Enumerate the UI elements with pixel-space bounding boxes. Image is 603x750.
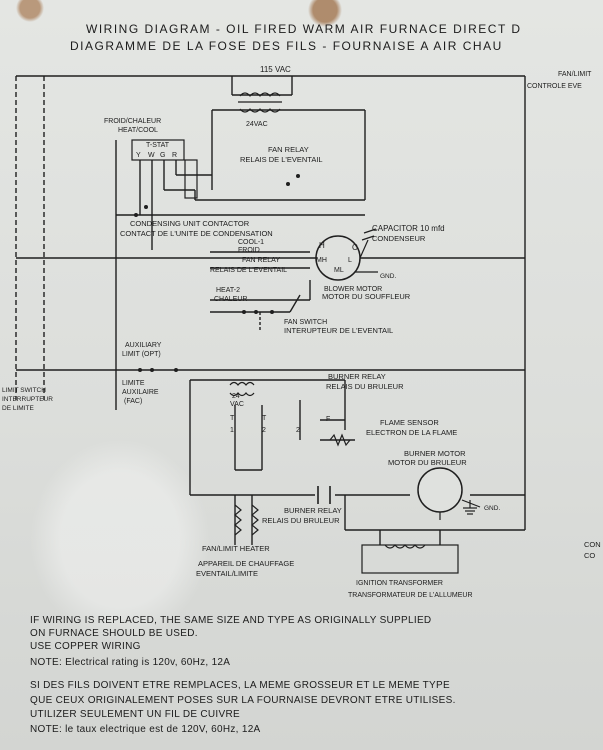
blower-tap-h: H	[319, 241, 325, 250]
condensing-contactor-fr: CONTACT DE L'UNITE DE CONDENSATION	[120, 229, 273, 238]
transformer-label: 24VAC	[246, 121, 268, 128]
flame-sensor-fr: ELECTRON DE LA FLAME	[366, 428, 457, 437]
burner-relay-coil	[229, 381, 255, 397]
capacitor-en: CAPACITOR 10 mfd	[372, 224, 445, 233]
thermostat-name: T-STAT	[146, 142, 170, 149]
fan-limit-heater-symbol	[234, 504, 259, 536]
relay-terminal-1: 1	[230, 427, 234, 434]
blower-tap-mh: MH	[316, 257, 327, 264]
flame-sensor-en: FLAME SENSOR	[380, 418, 439, 427]
thermostat-label-fr: FROID/CHALEUR	[104, 118, 161, 125]
limit-switch-fr-2: DE LIMITE	[2, 405, 34, 412]
limit-switch-fr-1: INTERRUPTEUR	[2, 396, 53, 403]
transformer-24vac	[238, 92, 282, 113]
thermostat-box	[131, 139, 185, 161]
blower-motor-en: BLOWER MOTOR	[324, 286, 382, 293]
edge-label-2: CO	[584, 551, 595, 560]
relay-terminal-2b: 2	[296, 427, 300, 434]
aux-limit-fr-2: AUXILAIRE	[122, 389, 159, 396]
supply-voltage-label: 115 VAC	[260, 65, 291, 74]
thermostat-terminal-g: G	[160, 152, 165, 159]
burner-relay-top-fr: RELAIS DU BRULEUR	[326, 382, 404, 391]
capacitor-fr: CONDENSEUR	[372, 234, 426, 243]
wiring-notes: IF WIRING IS REPLACED, THE SAME SIZE AND…	[30, 615, 456, 735]
note-en-1: IF WIRING IS REPLACED, THE SAME SIZE AND…	[30, 615, 431, 626]
burner-gnd-label: GND.	[484, 505, 500, 512]
note-fr-4: NOTE: le taux electrique est de 120V, 60…	[30, 724, 261, 735]
fan-switch-fr: INTERUPTEUR DE L'EVENTAIL	[284, 326, 393, 335]
ground-symbols	[463, 500, 477, 515]
blower-motor-symbol	[315, 228, 378, 281]
fan-limit-control-label-fr: CONTROLE EVE	[527, 83, 582, 90]
fan-limit-control-label: FAN/LIMIT	[558, 71, 592, 78]
switch-contacts	[134, 174, 300, 372]
burner-relay-bot-fr: RELAIS DU BRULEUR	[262, 516, 340, 525]
relay-terminal-t1: T	[230, 415, 235, 422]
note-fr-1: SI DES FILS DOIVENT ETRE REMPLACES, LA M…	[30, 680, 450, 691]
ignition-transformer-en: IGNITION TRANSFORMER	[356, 580, 443, 587]
blower-tap-ml: ML	[334, 267, 344, 274]
thermostat-terminal-r: R	[172, 152, 177, 159]
header-line-2: DIAGRAMME DE LA FOSE DES FILS - FOURNAIS…	[70, 39, 503, 53]
fan-relay-mid-fr: RELAIS DE L'EVENTAIL	[210, 267, 287, 274]
burner-relay-top-en: BURNER RELAY	[328, 372, 386, 381]
relay-terminal-2a: 2	[262, 427, 266, 434]
note-en-3: USE COPPER WIRING	[30, 641, 141, 652]
aux-limit-fac: (FAC)	[124, 398, 142, 405]
fan-switch-en: FAN SWITCH	[284, 319, 327, 326]
aux-limit-en: AUXILIARY	[125, 342, 162, 349]
note-en-4: NOTE: Electrical rating is 120v, 60Hz, 1…	[30, 657, 230, 668]
burner-motor-fr: MOTOR DU BRULEUR	[388, 458, 467, 467]
heat-label: HEAT-2	[216, 287, 240, 294]
aux-limit-opt: LIMIT (OPT)	[122, 351, 161, 358]
ignition-transformer-symbol	[361, 544, 459, 574]
limit-switch-en: LIMIT SWITCH	[2, 387, 46, 394]
edge-label-1: CON	[584, 540, 601, 549]
fan-relay-mid-en: FAN RELAY	[242, 257, 280, 264]
ignition-transformer-fr: TRANSFORMATEUR DE L'ALLUMEUR	[348, 592, 473, 599]
fan-limit-heater-fr-2: EVENTAIL/LIMITE	[196, 569, 258, 578]
cool-label: COOL-1	[238, 239, 264, 246]
burner-motor-symbol	[417, 467, 481, 520]
blower-tap-l: L	[348, 257, 352, 264]
note-fr-3: UTILIZER SEULEMENT UN FIL DE CUIVRE	[30, 709, 240, 720]
header: WIRING DIAGRAM - OIL FIRED WARM AIR FURN…	[70, 22, 522, 53]
heat-label-fr: CHALEUR	[214, 296, 247, 303]
fan-limit-heater-en: FAN/LIMIT HEATER	[202, 544, 270, 553]
fan-relay-top-en: FAN RELAY	[268, 145, 309, 154]
wires	[15, 75, 526, 545]
thermostat-label-en: HEAT/COOL	[118, 127, 158, 134]
burner-relay-bot-en: BURNER RELAY	[284, 506, 342, 515]
relay-terminal-t2: T	[262, 415, 267, 422]
flame-sensor-symbol	[329, 433, 351, 447]
cool-label-fr: FROID	[238, 247, 260, 254]
note-fr-2: QUE CEUX ORIGINALEMENT POSES SUR LA FOUR…	[30, 695, 456, 706]
condensing-contactor-en: CONDENSING UNIT CONTACTOR	[130, 219, 250, 228]
thermostat-terminal-y: Y	[136, 152, 141, 159]
aux-limit-fr: LIMITE	[122, 380, 145, 387]
fan-relay-top-fr: RELAIS DE L'EVENTAIL	[240, 155, 323, 164]
burner-motor-en: BURNER MOTOR	[404, 449, 466, 458]
header-line-1: WIRING DIAGRAM - OIL FIRED WARM AIR FURN…	[86, 22, 522, 36]
fan-limit-heater-fr-1: APPAREIL DE CHAUFFAGE	[198, 559, 294, 568]
blower-tap-c: C	[352, 243, 358, 252]
relay-terminal-f: F	[326, 416, 330, 423]
note-en-2: ON FURNACE SHOULD BE USED.	[30, 628, 198, 639]
relay-24: 24	[232, 393, 240, 400]
fan-relay-coil	[184, 159, 198, 199]
thermostat-terminal-w: W	[148, 152, 155, 159]
relay-vac: VAC	[230, 401, 244, 408]
blower-gnd-label: GND.	[380, 273, 396, 280]
burner-relay-contacts	[317, 486, 331, 504]
blower-motor-fr: MOTOR DU SOUFFLEUR	[322, 292, 411, 301]
